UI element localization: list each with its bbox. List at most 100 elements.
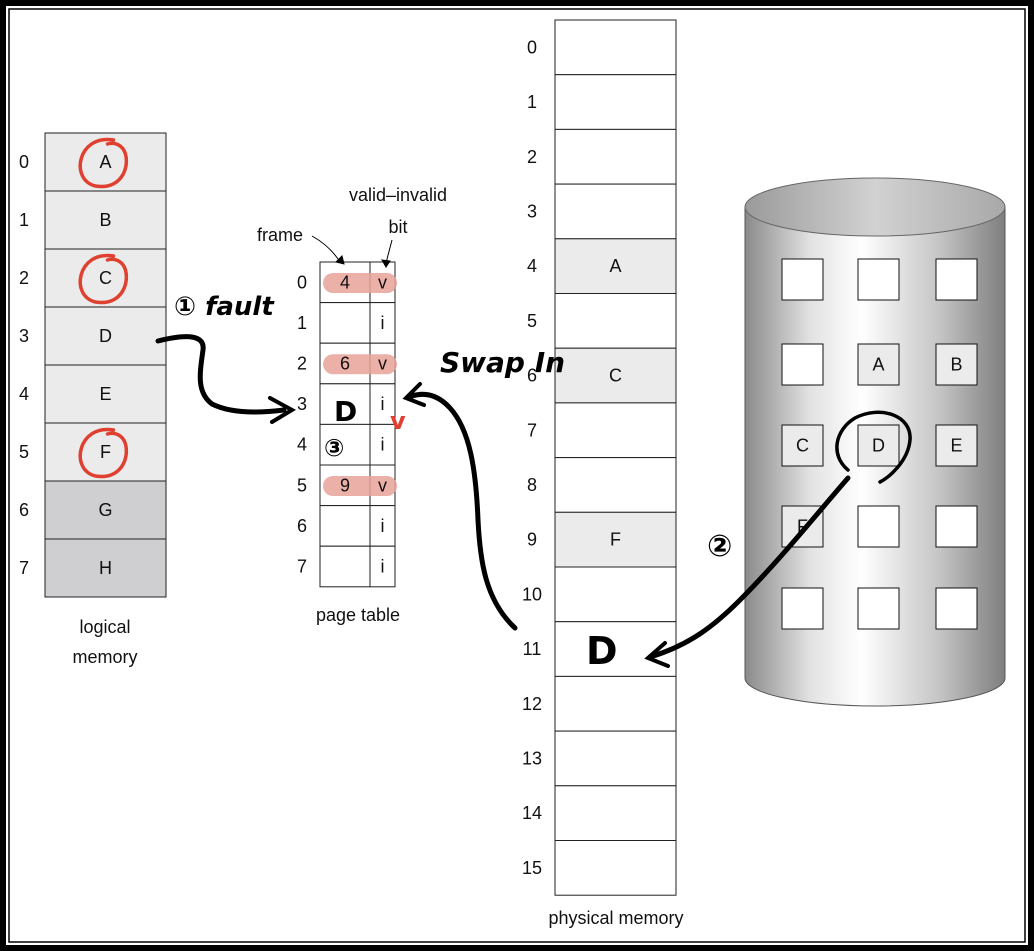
page-table-bit-value: i (381, 313, 385, 333)
physical-frame-index: 7 (527, 420, 537, 440)
physical-frame-index: 4 (527, 256, 537, 276)
page-table-frame-cell (319, 383, 371, 425)
logical-page-label: D (99, 326, 112, 346)
red-circle-mark (78, 427, 129, 479)
page-table-bit-cell (369, 545, 396, 588)
disk-block-label: C (796, 436, 809, 456)
page-table-frame-value: 4 (340, 272, 350, 292)
logical-page-label: C (99, 268, 112, 288)
physical-frame-cell (554, 457, 677, 513)
disk-block-label: B (950, 355, 962, 375)
bit-pointer-arrow (381, 239, 393, 268)
red-circle-mark (78, 253, 129, 305)
physical-frame-cell (554, 730, 677, 787)
physical-frame-cell (554, 840, 677, 896)
disk-block (935, 587, 978, 630)
page-table-bit-value: i (381, 516, 385, 536)
disk-block (935, 424, 978, 467)
valid-entry-highlight (323, 354, 397, 375)
physical-frame-cell (554, 402, 677, 459)
physical-frame-index: 6 (527, 366, 537, 386)
page-table-index: 2 (297, 354, 307, 374)
logical-page-index: 7 (19, 558, 29, 578)
physical-frame-index: 1 (527, 92, 537, 112)
disk-block-label: D (872, 436, 885, 456)
disk-block (857, 343, 900, 386)
physical-frame-index: 3 (527, 201, 537, 221)
swap-out-arrow (647, 475, 851, 660)
disk-block (857, 505, 900, 548)
logical-page-cell (44, 538, 167, 598)
physical-frame-index: 9 (527, 530, 537, 550)
page-table-frame-cell (319, 423, 371, 466)
disk-block (781, 587, 824, 630)
page-table-index: 4 (297, 435, 307, 455)
fault-arrowhead (268, 396, 297, 424)
page-table-index: 7 (297, 557, 307, 577)
physical-frame-index: 8 (527, 475, 537, 495)
swap-in-text: Swap In (440, 346, 565, 379)
disk-block (857, 587, 900, 630)
disk-d-circle (835, 410, 912, 484)
physical-frame-index: 13 (522, 748, 542, 768)
disk-block (781, 424, 824, 467)
logical-page-label: F (100, 442, 111, 462)
physical-frame-label: A (609, 256, 621, 276)
physical-frame-cell (554, 511, 677, 568)
step2-text: ② (707, 529, 732, 564)
fault-arrow (155, 334, 287, 415)
physical-frame-cell (554, 566, 677, 623)
frame-label: frame (257, 225, 303, 245)
page-table-bit-value: i (381, 435, 385, 455)
physical-frame-cell (554, 347, 677, 404)
valid-invalid-bit-label: bit (388, 217, 407, 237)
logical-page-index: 1 (19, 210, 29, 230)
page-table-index: 1 (297, 313, 307, 333)
physical-frame-cell (554, 238, 677, 295)
page-table-frame-value: 9 (340, 475, 350, 495)
page-table-bit-cell (369, 383, 396, 425)
fault-text: ① fault (174, 292, 275, 322)
physical-frame-cell (554, 74, 677, 130)
disk-block (857, 424, 900, 467)
logical-memory-caption-2: memory (72, 647, 137, 667)
page-table-caption: page table (316, 605, 400, 625)
page-table-frame-value: 6 (340, 354, 350, 374)
swap-in-arrow (409, 391, 518, 631)
disk-block (857, 258, 900, 301)
physical-frame-cell (554, 293, 677, 349)
physical-frame-cell (554, 128, 677, 185)
page-table-bit-value: v (378, 475, 387, 495)
disk-block (935, 258, 978, 301)
page-table-bit-cell (369, 423, 396, 466)
physical-frame-index: 2 (527, 147, 537, 167)
physical-frame-index: 5 (527, 311, 537, 331)
page-table-frame-cell (319, 505, 371, 547)
disk-block-label: A (872, 355, 884, 375)
disk-block (935, 505, 978, 548)
disk-block (935, 343, 978, 386)
page-table-index: 0 (297, 272, 307, 292)
step3-text: ③ (324, 434, 344, 462)
disk-block (781, 258, 824, 301)
fault-annotation: ① fault (174, 292, 275, 322)
physical-frame-cell (554, 675, 677, 732)
physical-frame-label: C (609, 366, 622, 386)
valid-invalid-label: valid–invalid (349, 185, 447, 205)
red-circle-mark (78, 137, 129, 189)
logical-memory-caption-1: logical (79, 617, 130, 637)
page-table-frame-cell (319, 302, 371, 344)
logical-page-label: E (99, 384, 111, 404)
logical-page-label: A (99, 152, 111, 172)
valid-entry-highlight (323, 476, 397, 496)
logical-page-index: 3 (19, 326, 29, 346)
logical-page-index: 4 (19, 384, 29, 404)
page-table-bit-value: v (378, 354, 387, 374)
